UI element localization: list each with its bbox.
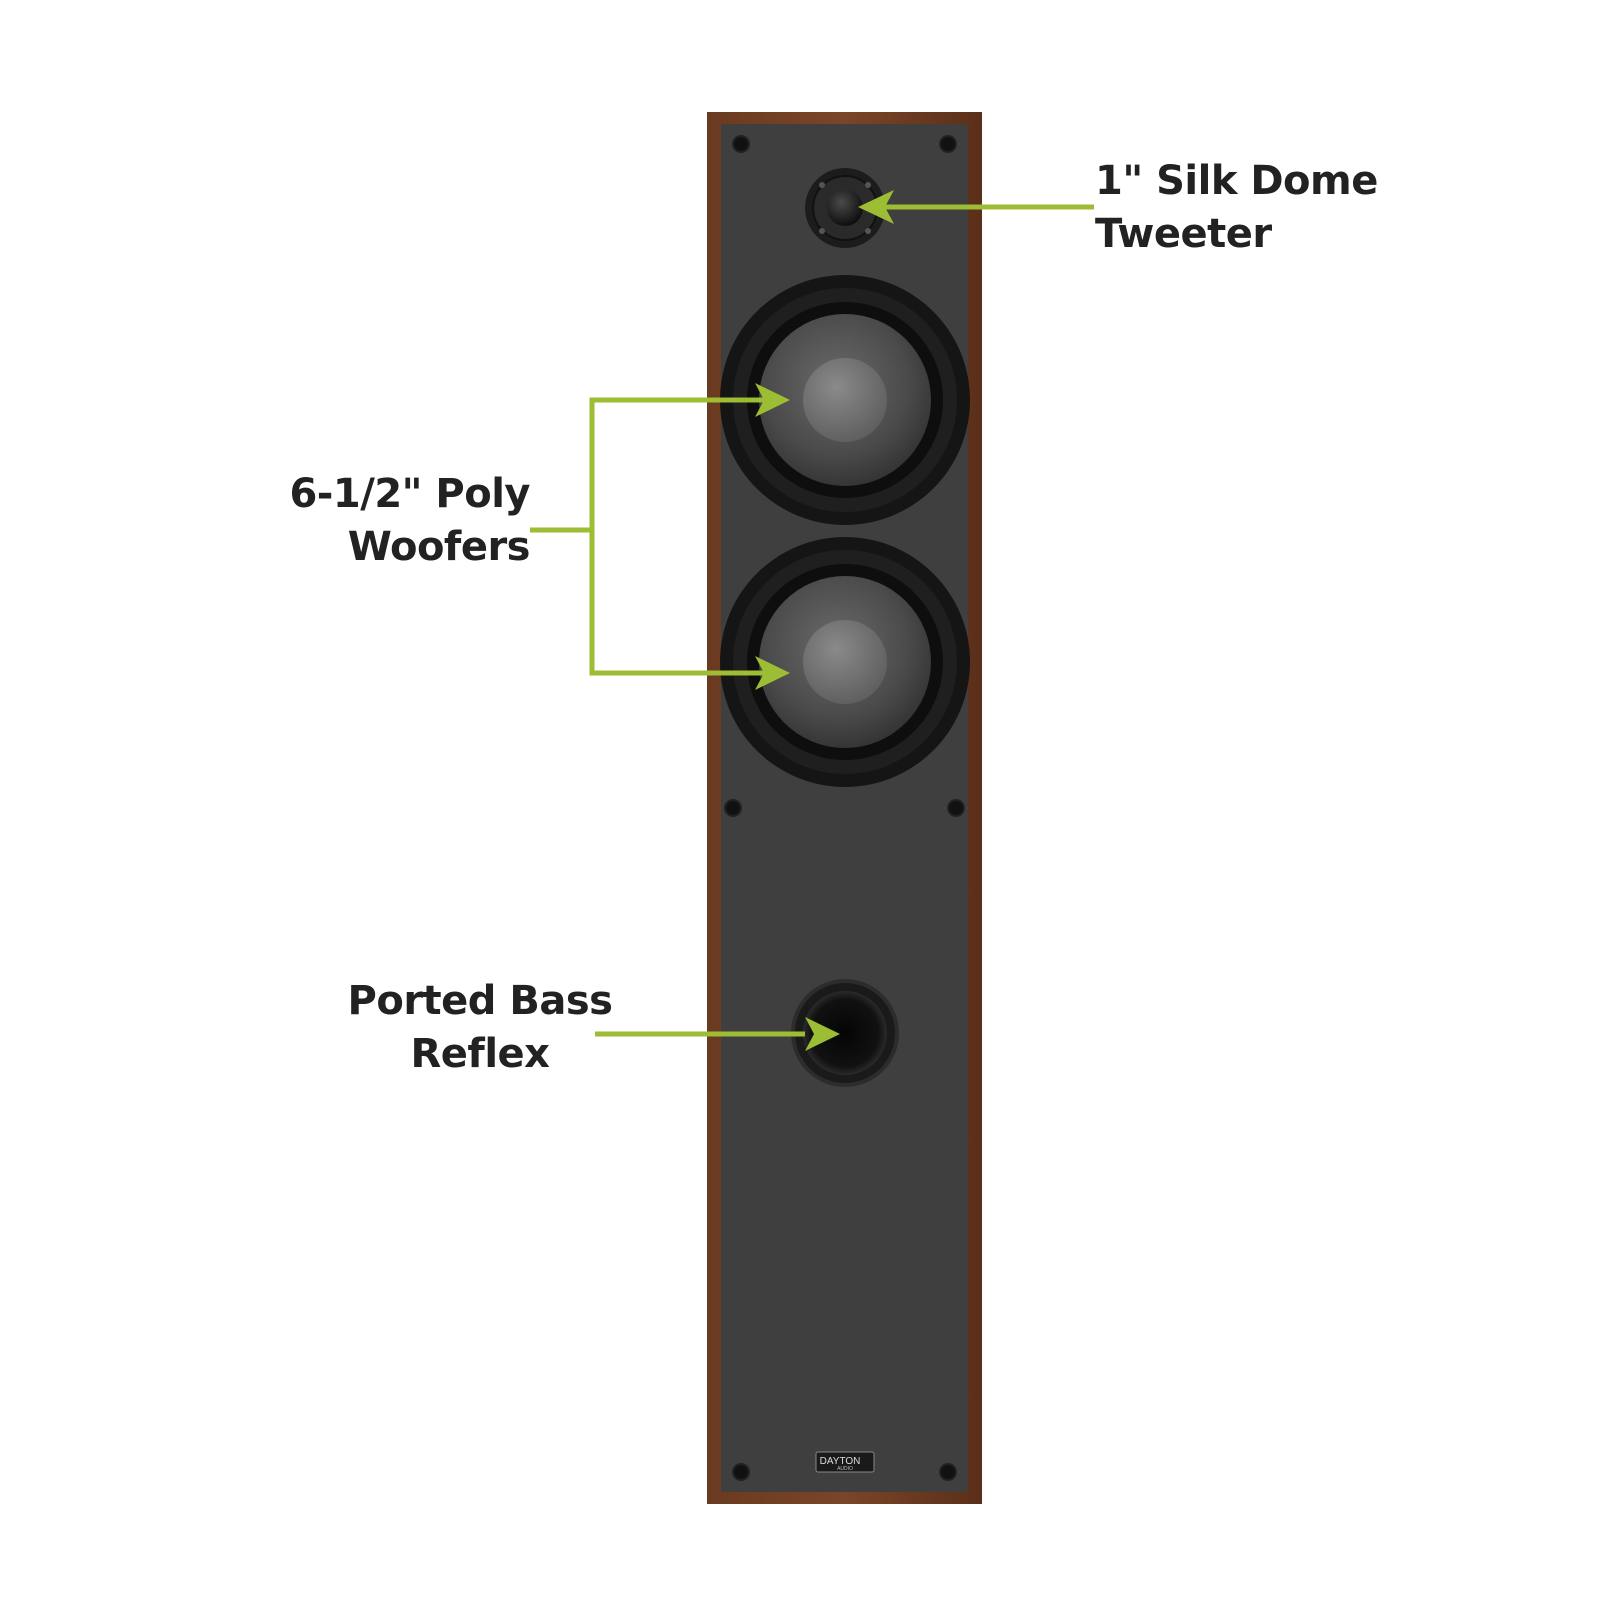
tweeter-callout-label: 1" Silk Dome Tweeter (1095, 155, 1378, 261)
tweeter-arrow-icon (858, 190, 894, 224)
dayton-logo-badge: DAYTON AUDIO (815, 1451, 875, 1473)
brand-logo-text: DAYTON (820, 1456, 861, 1467)
brand-sub-text: AUDIO (837, 1466, 853, 1472)
woofer-callout-label: 6-1/2" Poly Woofers (230, 468, 530, 574)
woofer-leader-bracket (589, 397, 765, 676)
woofer-driver-upper (720, 275, 970, 525)
woofer-driver-lower (720, 537, 970, 787)
port-arrow-icon (805, 1017, 840, 1051)
woofer-upper-arrow-icon (755, 383, 790, 417)
bass-reflex-port (791, 979, 899, 1087)
woofer-lower-arrow-icon (755, 656, 790, 690)
tweeter-driver (805, 168, 885, 248)
port-callout-label: Ported Bass Reflex (330, 975, 630, 1081)
baffle-screws (724, 135, 965, 1481)
tweeter-label-line1: 1" Silk Dome (1095, 158, 1378, 204)
port-label-line1: Ported Bass (347, 978, 613, 1024)
woofer-label-line2: Woofers (347, 524, 531, 570)
port-label-line2: Reflex (410, 1031, 550, 1077)
tweeter-label-line2: Tweeter (1095, 211, 1272, 257)
woofer-label-line1: 6-1/2" Poly (289, 471, 530, 517)
